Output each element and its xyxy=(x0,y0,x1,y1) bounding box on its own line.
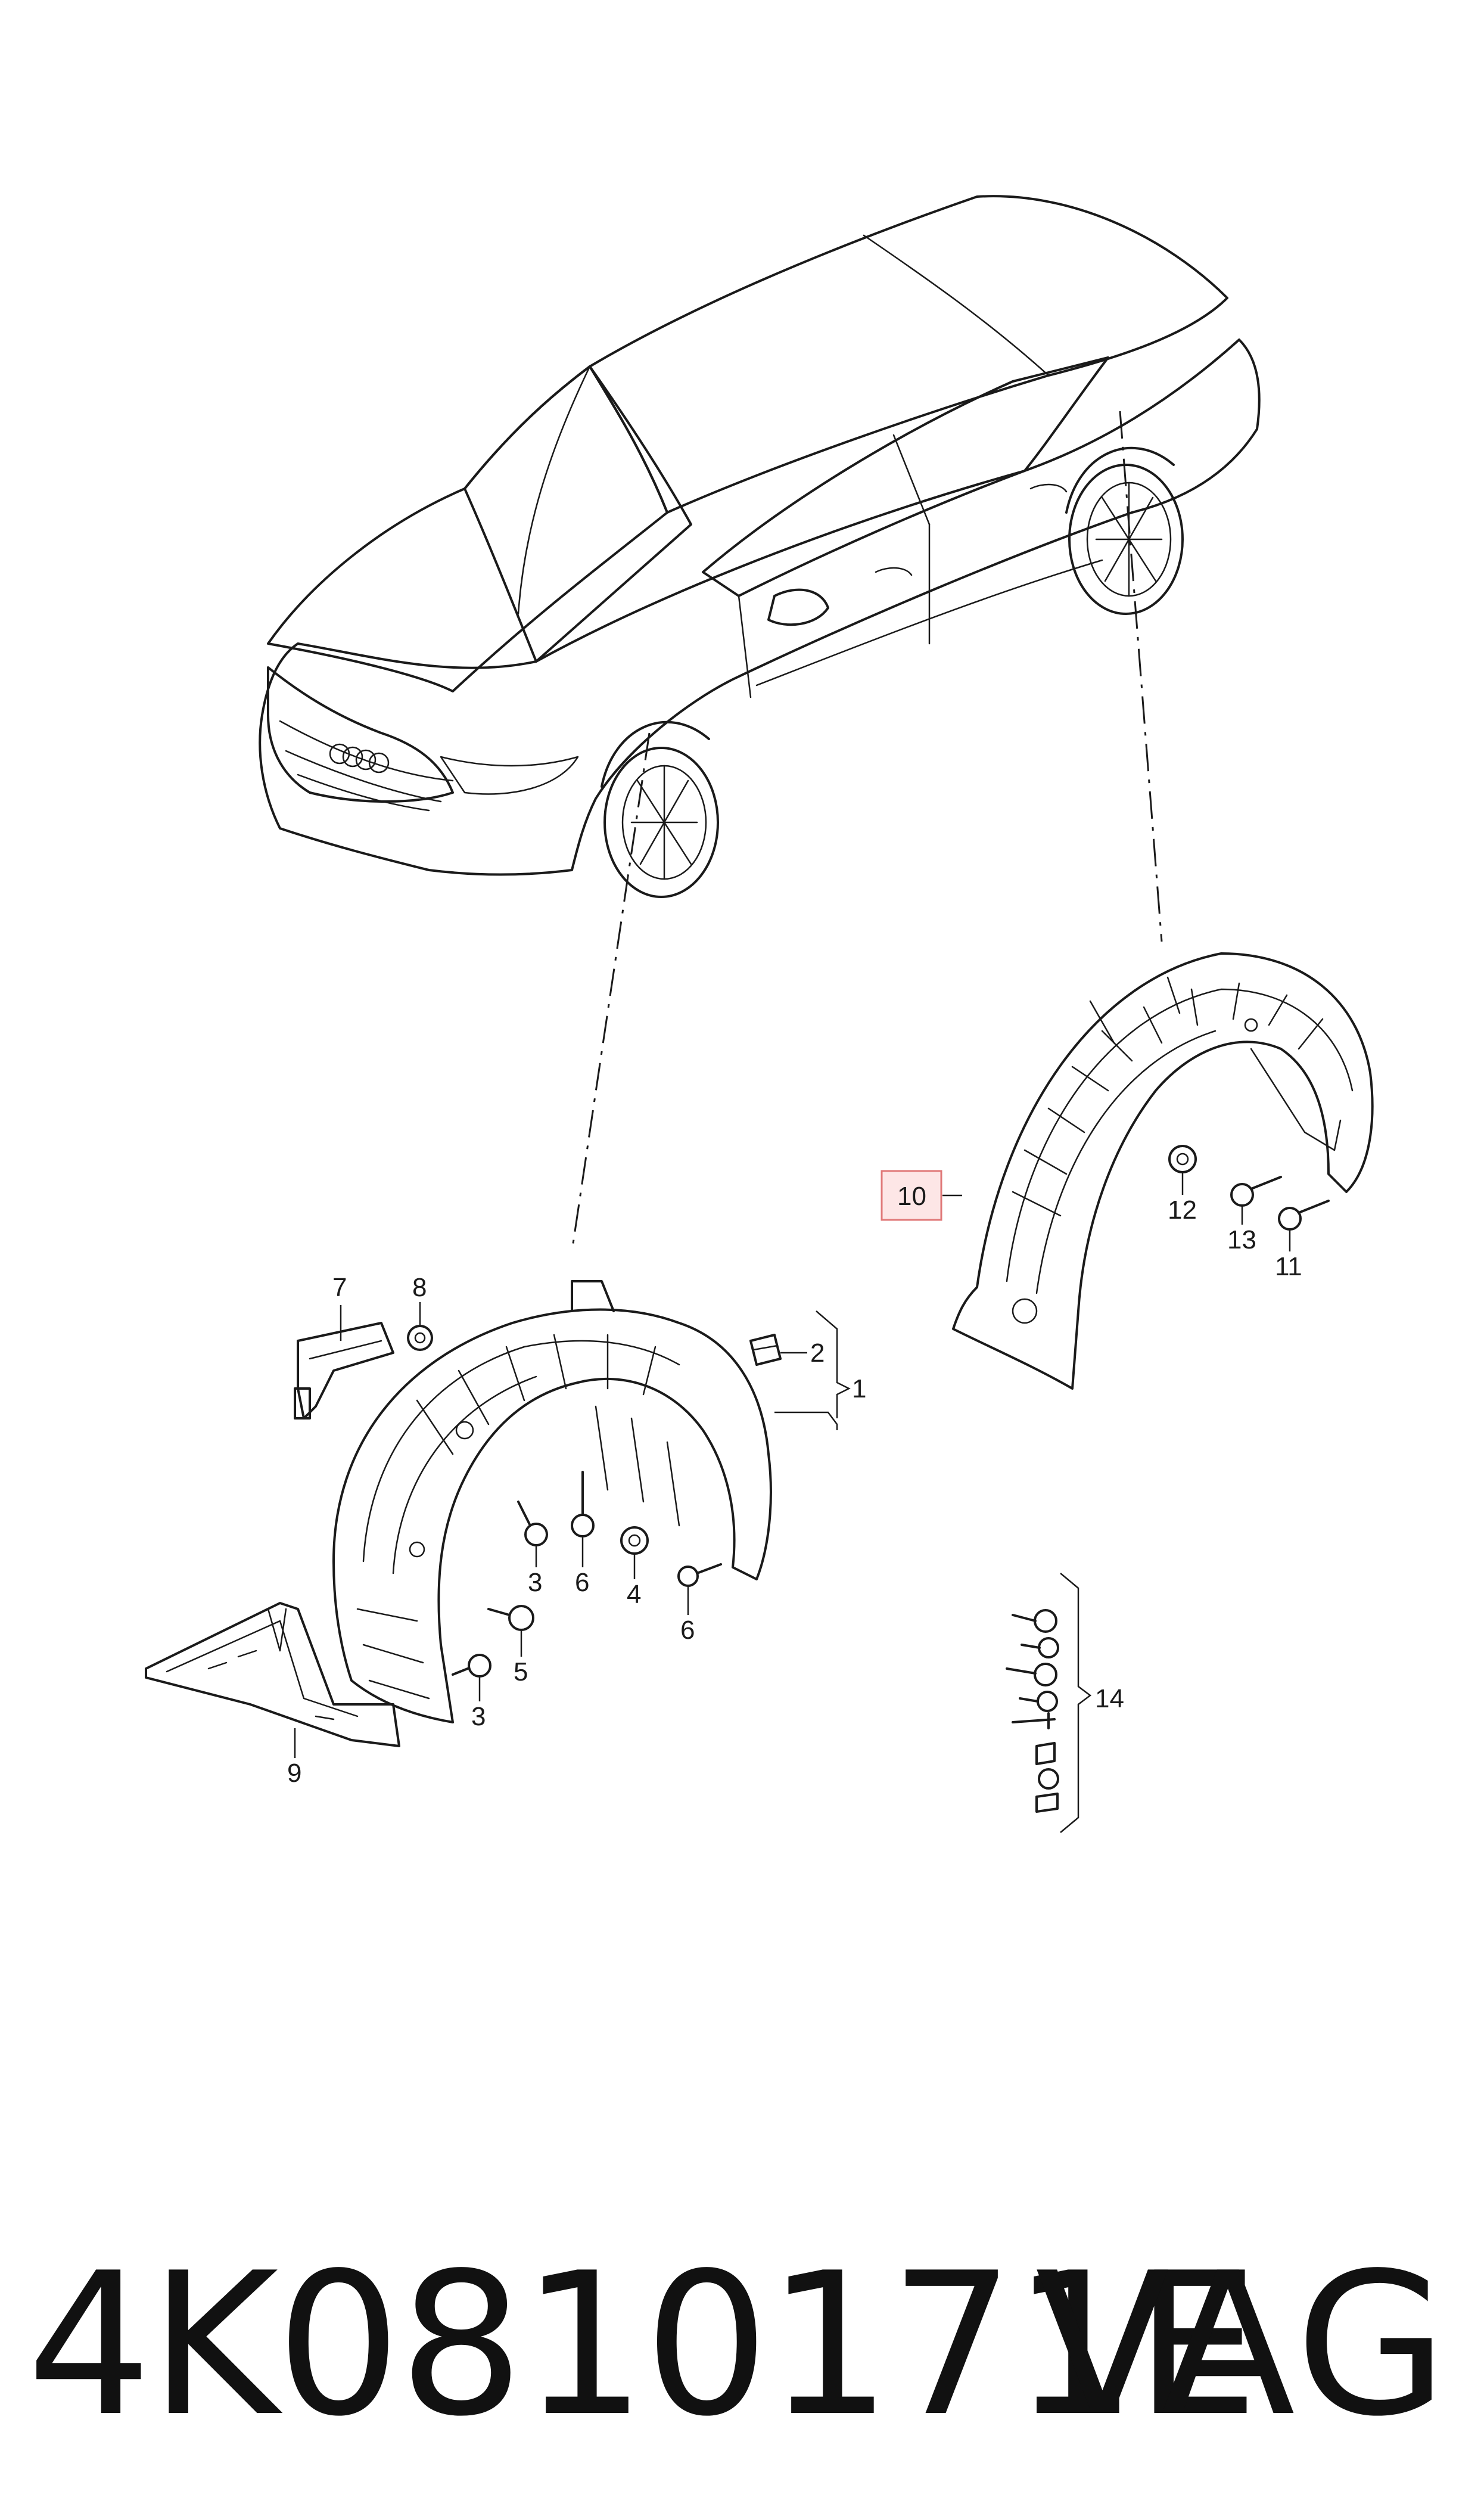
callout-highlight-box xyxy=(881,1170,942,1221)
callout-6b: 6 xyxy=(680,1616,695,1645)
callout-3a: 3 xyxy=(528,1568,542,1597)
under-shield-9 xyxy=(145,1602,400,1747)
fastener-nut-8 xyxy=(407,1325,433,1351)
front-wheelhouse-liner xyxy=(332,1280,772,1723)
fastener-screw-6b xyxy=(677,1563,722,1587)
leader-lines xyxy=(294,1172,1291,1833)
callout-11: 11 xyxy=(1275,1252,1302,1281)
fastener-screw-5 xyxy=(487,1605,534,1631)
clip-2 xyxy=(749,1334,782,1366)
callout-12: 12 xyxy=(1168,1195,1197,1225)
callout-7: 7 xyxy=(332,1273,347,1302)
brand-name: VAG xyxy=(1035,2231,1451,2459)
fastener-nut-12 xyxy=(1168,1145,1197,1173)
fastener-screw-3b xyxy=(452,1654,491,1678)
car-illustration xyxy=(259,195,1261,898)
callout-5: 5 xyxy=(514,1657,528,1686)
part-number: 4K0810171E xyxy=(27,2231,1259,2459)
callout-6a: 6 xyxy=(575,1568,589,1597)
fastener-nut-4 xyxy=(620,1526,649,1555)
fastener-screw-6a xyxy=(571,1471,595,1538)
callout-numbers: 1 2 3 3 4 5 6 6 7 8 9 10 11 12 13 14 xyxy=(287,1182,1302,1788)
callout-2: 2 xyxy=(810,1338,825,1368)
callout-14: 14 xyxy=(1095,1684,1124,1713)
callout-9: 9 xyxy=(287,1759,301,1788)
fastener-screw-13 xyxy=(1230,1176,1282,1207)
parts-diagram: 1 2 3 3 4 5 6 6 7 8 9 10 11 12 13 14 xyxy=(145,195,1374,1833)
callout-10: 10 xyxy=(897,1182,926,1211)
rear-dash-line xyxy=(1119,411,1163,942)
bracket-7 xyxy=(294,1322,394,1420)
front-dash-line xyxy=(571,732,651,1252)
callout-3b: 3 xyxy=(471,1702,486,1731)
fastener-screw-11 xyxy=(1278,1200,1330,1231)
audi-rings-logo xyxy=(329,743,390,774)
fastener-kit-14 xyxy=(1006,1609,1059,1813)
fastener-screw-3a xyxy=(517,1501,548,1546)
callout-13: 13 xyxy=(1227,1225,1256,1254)
callout-4: 4 xyxy=(627,1580,641,1609)
callout-1: 1 xyxy=(852,1374,866,1403)
rear-wheel xyxy=(1065,446,1184,615)
rear-wheelhouse-liner xyxy=(952,952,1374,1390)
callout-8: 8 xyxy=(412,1273,427,1302)
front-wheel xyxy=(601,720,719,898)
